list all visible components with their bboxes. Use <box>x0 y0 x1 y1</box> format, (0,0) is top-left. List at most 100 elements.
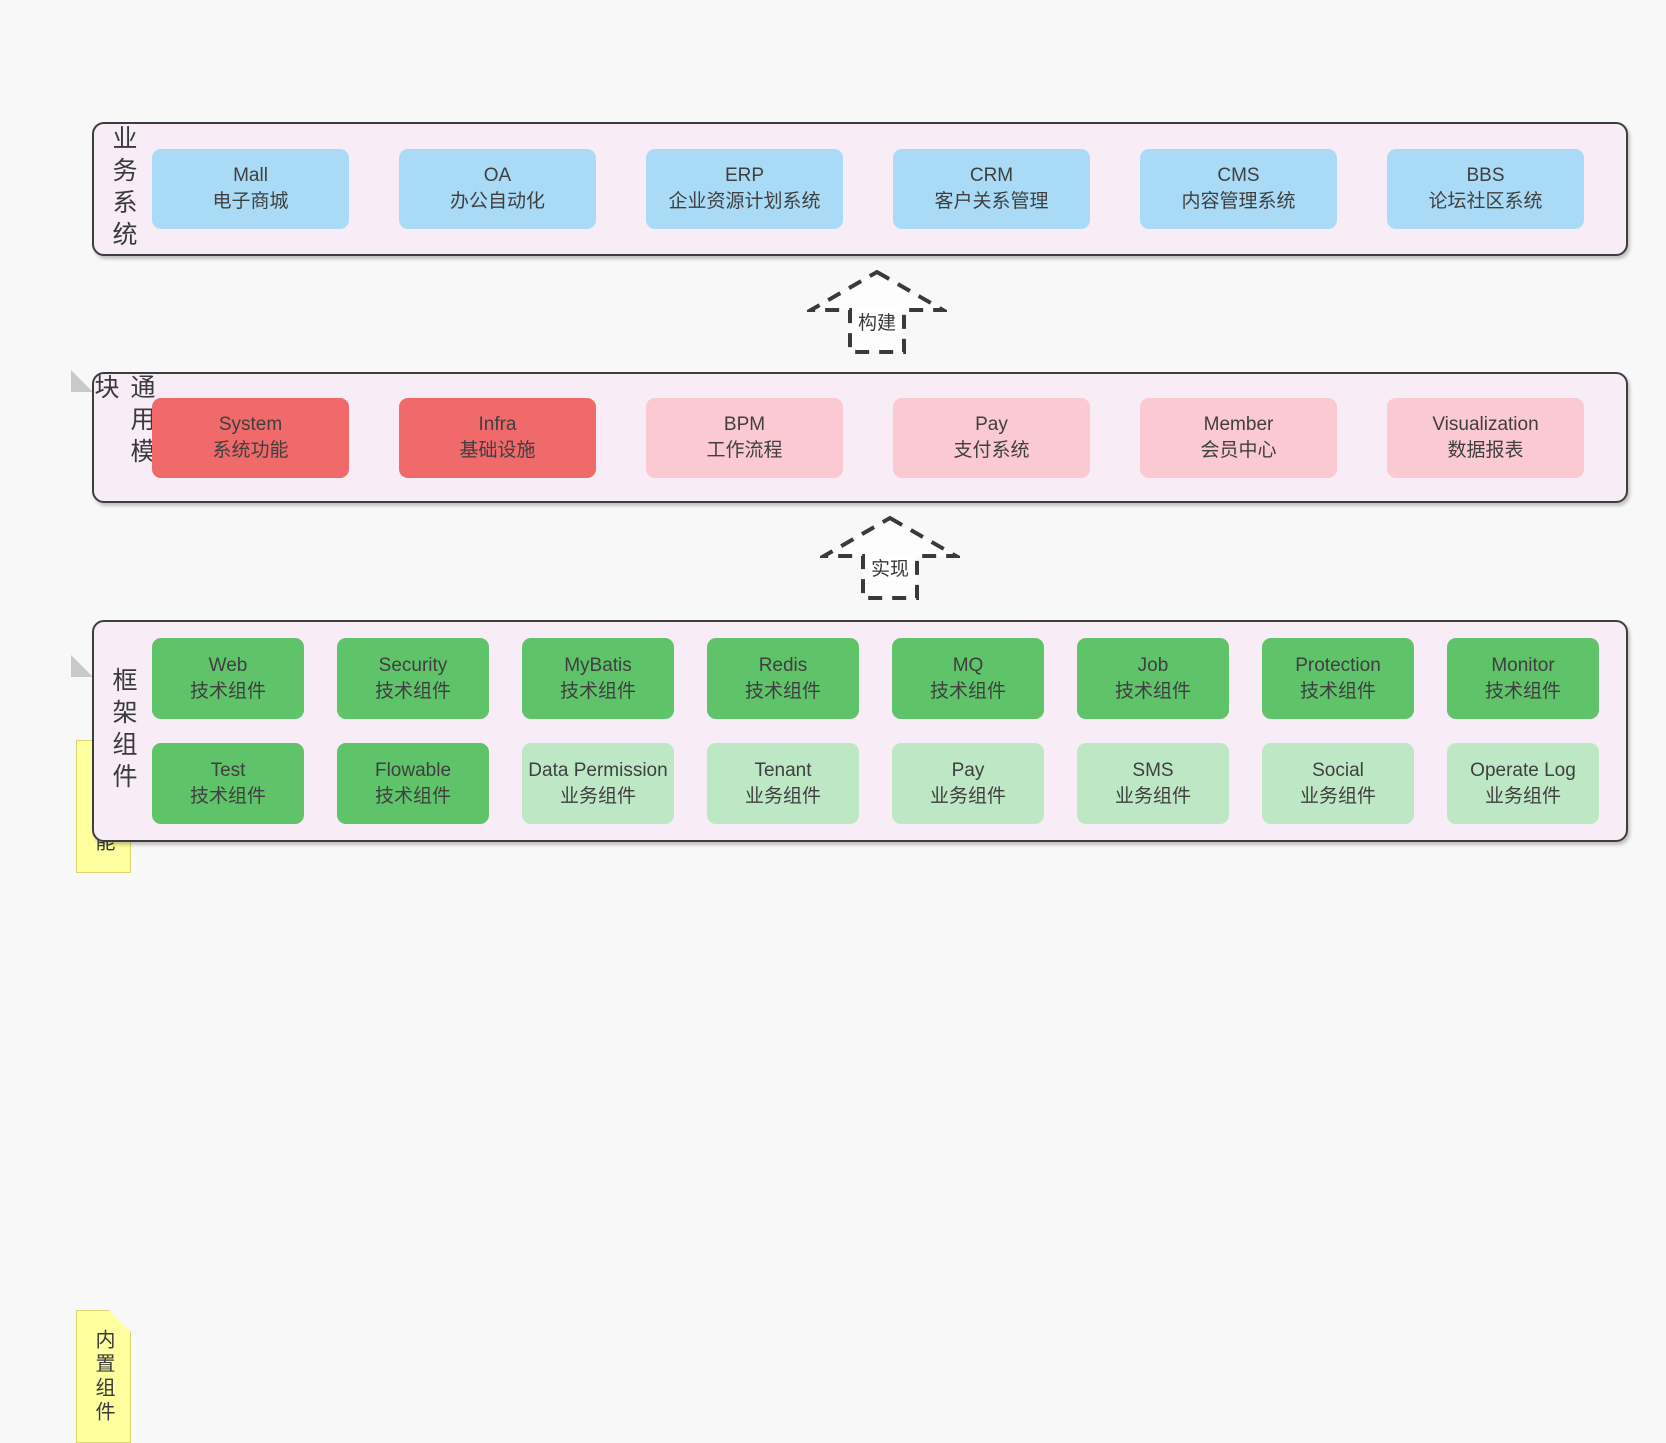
box-infra: Infra 基础设施 <box>399 397 596 478</box>
box-redis: Redis 技术组件 <box>707 638 859 719</box>
box-title: CMS <box>1217 165 1260 187</box>
builtin-features-tag: 内置功能 <box>38 370 93 503</box>
box-title: Flowable <box>374 759 452 781</box>
build-arrow-icon: 构建 <box>807 268 947 356</box>
box-title: SMS <box>1132 759 1174 781</box>
build-arrow-label: 构建 <box>854 308 900 335</box>
modules-boxes-row: System 系统功能 Infra 基础设施 BPM 工作流程 Pay 支付系统… <box>152 374 1626 501</box>
box-erp: ERP 企业资源计划系统 <box>646 149 843 229</box>
box-subtitle: 技术组件 <box>559 680 636 702</box>
box-cms: CMS 内容管理系统 <box>1140 149 1337 229</box>
box-subtitle: 内容管理系统 <box>1181 191 1296 212</box>
panel-common-modules: 通用模块 System 系统功能 Infra 基础设施 BPM 工作流程 Pay… <box>91 372 1628 503</box>
panel-modules-label: 通用模块 <box>91 374 155 470</box>
box-protection: Protection 技术组件 <box>1262 638 1414 719</box>
box-subtitle: 技术组件 <box>189 785 266 807</box>
box-crm: CRM 客户关系管理 <box>893 149 1090 229</box>
box-title: BBS <box>1466 165 1505 187</box>
box-subtitle: 工作流程 <box>706 439 783 461</box>
box-title: MyBatis <box>564 654 632 676</box>
components-boxes-grid: Web 技术组件 Security 技术组件 MyBatis 技术组件 Redi… <box>152 622 1626 840</box>
box-subtitle: 支付系统 <box>953 439 1030 461</box>
folded-corner-icon <box>71 655 93 677</box>
box-title: Social <box>1312 759 1364 781</box>
box-subtitle: 业务组件 <box>1299 785 1376 807</box>
box-title: BPM <box>723 413 766 435</box>
implement-arrow-icon: 实现 <box>820 514 960 602</box>
panel-business-label: 业务系统 <box>109 125 137 253</box>
box-subtitle: 电子商城 <box>212 191 289 212</box>
box-title: Member <box>1203 413 1274 435</box>
box-pay-component: Pay 业务组件 <box>892 743 1044 824</box>
box-title: Operate Log <box>1470 759 1576 781</box>
panel-business-systems: 业务系统 Mall 电子商城 OA 办公自动化 ERP 企业资源计划系统 CRM… <box>92 122 1628 256</box>
box-title: OA <box>483 165 512 187</box>
box-sms: SMS 业务组件 <box>1077 743 1229 824</box>
box-subtitle: 办公自动化 <box>449 191 545 212</box>
box-subtitle: 系统功能 <box>212 439 289 461</box>
box-title: MQ <box>952 654 984 676</box>
box-subtitle: 技术组件 <box>929 680 1006 702</box>
box-title: Monitor <box>1491 654 1555 676</box>
box-flowable: Flowable 技术组件 <box>337 743 489 824</box>
panel-components-label: 框架组件 <box>109 667 137 795</box>
box-social: Social 业务组件 <box>1262 743 1414 824</box>
panel-framework-components: 框架组件 Web 技术组件 Security 技术组件 MyBatis 技术组件… <box>92 620 1628 842</box>
box-subtitle: 企业资源计划系统 <box>668 191 821 212</box>
box-title: Redis <box>758 654 808 676</box>
box-title: Infra <box>478 413 517 435</box>
box-bbs: BBS 论坛社区系统 <box>1387 149 1584 229</box>
box-subtitle: 技术组件 <box>189 680 266 702</box>
box-security: Security 技术组件 <box>337 638 489 719</box>
box-subtitle: 数据报表 <box>1447 439 1524 461</box>
box-subtitle: 技术组件 <box>744 680 821 702</box>
box-subtitle: 技术组件 <box>1299 680 1376 702</box>
box-oa: OA 办公自动化 <box>399 149 596 229</box>
box-title: Tenant <box>754 759 812 781</box>
box-subtitle: 论坛社区系统 <box>1428 191 1543 212</box>
box-subtitle: 业务组件 <box>1484 785 1561 807</box>
box-monitor: Monitor 技术组件 <box>1447 638 1599 719</box>
box-title: Data Permission <box>528 759 668 781</box>
box-subtitle: 业务组件 <box>744 785 821 807</box>
box-member: Member 会员中心 <box>1140 397 1337 478</box>
box-title: Visualization <box>1432 413 1539 435</box>
box-web: Web 技术组件 <box>152 638 304 719</box>
box-job: Job 技术组件 <box>1077 638 1229 719</box>
box-title: Protection <box>1295 654 1381 676</box>
box-title: Mall <box>233 165 268 187</box>
box-mq: MQ 技术组件 <box>892 638 1044 719</box>
box-mybatis: MyBatis 技术组件 <box>522 638 674 719</box>
box-subtitle: 会员中心 <box>1200 439 1277 461</box>
box-subtitle: 技术组件 <box>374 785 451 807</box>
box-visualization: Visualization 数据报表 <box>1387 397 1584 478</box>
box-subtitle: 技术组件 <box>1484 680 1561 702</box>
box-subtitle: 业务组件 <box>1114 785 1191 807</box>
box-subtitle: 业务组件 <box>559 785 636 807</box>
box-pay-system: Pay 支付系统 <box>893 397 1090 478</box>
box-title: System <box>218 413 283 435</box>
implement-arrow-label: 实现 <box>867 554 913 581</box>
box-title: Security <box>378 654 448 676</box>
box-title: ERP <box>724 165 765 187</box>
box-subtitle: 业务组件 <box>929 785 1006 807</box>
box-data-permission: Data Permission 业务组件 <box>522 743 674 824</box>
box-subtitle: 技术组件 <box>374 680 451 702</box>
builtin-components-tag-body: 内置组件 <box>76 1310 131 1443</box>
box-title: CRM <box>969 165 1014 187</box>
box-test: Test 技术组件 <box>152 743 304 824</box>
box-title: Pay <box>951 759 985 781</box>
box-bpm: BPM 工作流程 <box>646 397 843 478</box>
box-mall: Mall 电子商城 <box>152 149 349 229</box>
box-subtitle: 基础设施 <box>459 439 536 461</box>
box-title: Web <box>208 654 248 676</box>
box-title: Pay <box>975 413 1008 435</box>
box-system: System 系统功能 <box>152 397 349 478</box>
box-tenant: Tenant 业务组件 <box>707 743 859 824</box>
box-operate-log: Operate Log 业务组件 <box>1447 743 1599 824</box>
builtin-components-tag: 内置组件 <box>38 655 93 788</box>
box-subtitle: 技术组件 <box>1114 680 1191 702</box>
box-title: Test <box>210 759 246 781</box>
business-boxes-row: Mall 电子商城 OA 办公自动化 ERP 企业资源计划系统 CRM 客户关系… <box>152 124 1626 254</box>
box-title: Job <box>1137 654 1169 676</box>
